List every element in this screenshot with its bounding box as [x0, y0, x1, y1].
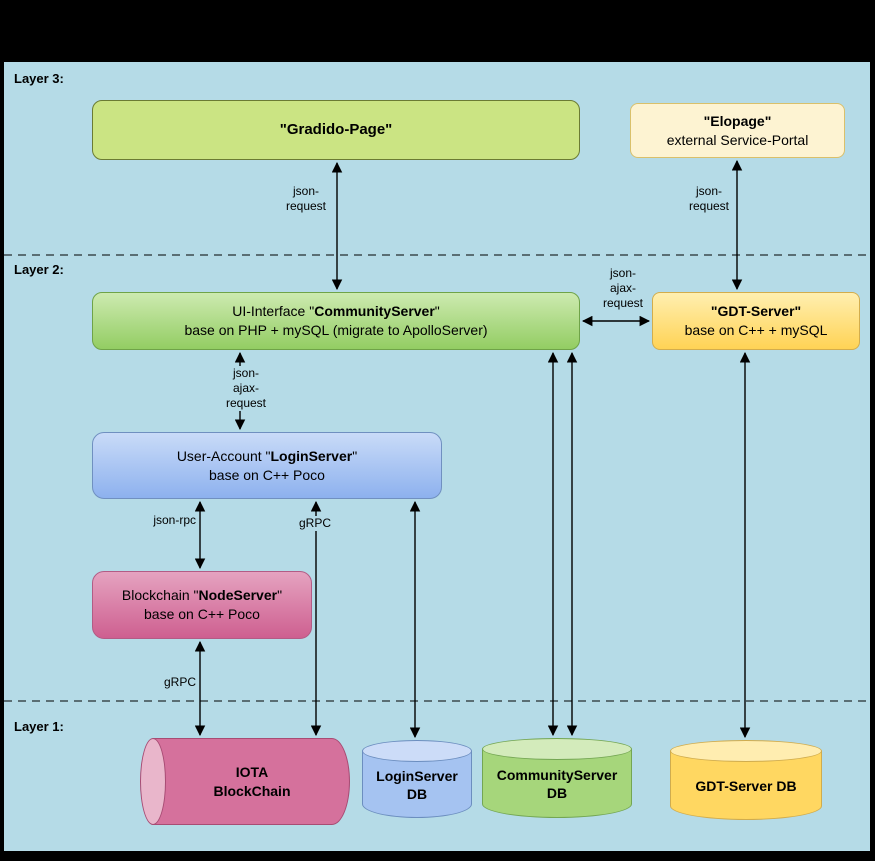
node-login-server-subtitle: base on C++ Poco — [209, 466, 325, 483]
node-gradido-page-title: "Gradido-Page" — [280, 120, 393, 140]
title-bold: LoginServer — [270, 447, 353, 464]
title-bold: "Gradido-Page" — [279, 120, 393, 138]
node-community-server-subtitle: base on PHP + mySQL (migrate to ApolloSe… — [184, 322, 488, 338]
edge-label-community-gdt: json- ajax- request — [596, 266, 650, 311]
db-login-server: LoginServer DB — [362, 740, 472, 818]
db-login-server-label: LoginServer DB — [376, 767, 458, 802]
node-gdt-server-title: "GDT-Server" — [711, 302, 801, 321]
node-community-server: UI-Interface "CommunityServer" base on P… — [92, 292, 580, 350]
cylinder-body — [670, 751, 822, 820]
db-community-server-label: CommunityServer DB — [496, 766, 618, 801]
cylinder-top — [670, 740, 822, 762]
title-bold: NodeServer — [198, 587, 278, 604]
title-prefix: User-Account " — [176, 447, 271, 464]
edge-label-gradido-community: json- request — [280, 184, 332, 214]
edge-label-community-login: json- ajax- request — [220, 366, 272, 411]
db-gdt-server-label: GDT-Server DB — [695, 777, 797, 794]
layer-2-label: Layer 2: — [14, 262, 64, 277]
db-community-server: CommunityServer DB — [482, 738, 632, 818]
title-prefix: Blockchain " — [121, 587, 199, 604]
title-bold: "GDT-Server" — [710, 303, 802, 320]
title-suffix: " — [352, 447, 358, 464]
db-iota-blockchain: IOTA BlockChain — [140, 738, 350, 825]
node-login-server-title: User-Account "LoginServer" — [177, 447, 357, 466]
cylinder-body — [482, 749, 632, 818]
node-community-server-title: UI-Interface "CommunityServer" — [232, 302, 440, 321]
cylinder-top — [362, 740, 472, 762]
edge-label-node-iota: gRPC — [156, 675, 198, 690]
node-node-server: Blockchain "NodeServer" base on C++ Poco — [92, 571, 312, 639]
node-elopage-title: "Elopage" — [704, 112, 772, 131]
title-prefix: UI-Interface " — [232, 303, 315, 320]
top-black-bar — [0, 0, 875, 60]
edge-label-login-node: json-rpc — [146, 513, 198, 528]
layer-3-label: Layer 3: — [14, 71, 64, 86]
cylinder-body — [153, 738, 350, 825]
node-elopage: "Elopage" external Service-Portal — [630, 103, 845, 158]
title-suffix: " — [434, 303, 440, 320]
layer-1-label: Layer 1: — [14, 719, 64, 734]
node-gradido-page: "Gradido-Page" — [92, 100, 580, 160]
edge-label-elopage-gdt: json- request — [684, 184, 734, 214]
node-node-server-subtitle: base on C++ Poco — [144, 606, 260, 622]
node-login-server: User-Account "LoginServer" base on C++ P… — [92, 432, 442, 499]
cylinder-top — [482, 738, 632, 760]
node-gdt-server: "GDT-Server" base on C++ + mySQL — [652, 292, 860, 350]
db-iota-blockchain-label: IOTA BlockChain — [213, 764, 291, 799]
node-elopage-subtitle: external Service-Portal — [666, 131, 809, 148]
title-bold: "Elopage" — [703, 112, 772, 129]
node-gdt-server-subtitle: base on C++ + mySQL — [684, 322, 828, 338]
cylinder-end-cap — [140, 738, 166, 825]
title-bold: CommunityServer — [314, 303, 435, 320]
node-node-server-title: Blockchain "NodeServer" — [122, 586, 282, 605]
title-suffix: " — [277, 587, 283, 604]
db-gdt-server: GDT-Server DB — [670, 740, 822, 820]
cylinder-body — [362, 751, 472, 818]
edge-label-login-iota: gRPC — [294, 516, 336, 531]
